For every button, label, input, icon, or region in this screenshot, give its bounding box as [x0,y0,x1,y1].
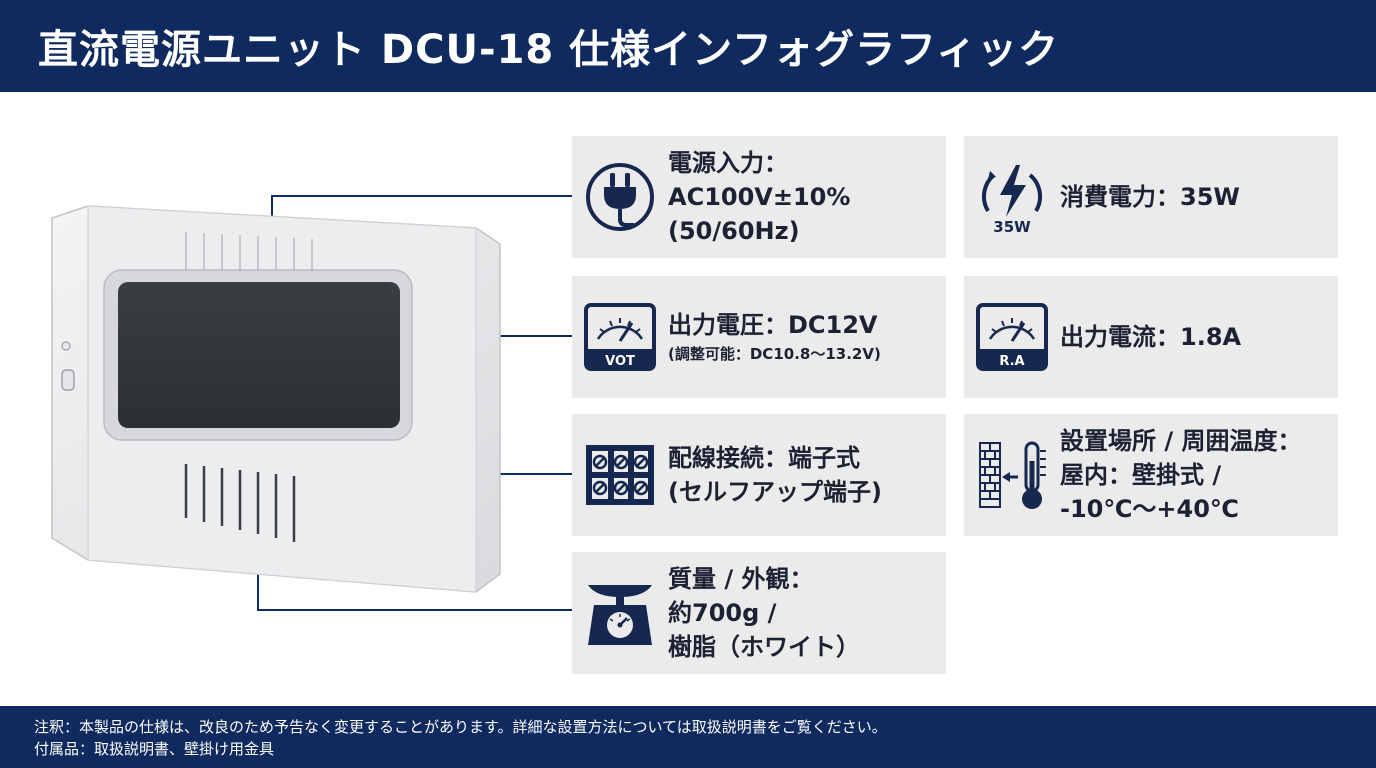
spec-card-wiring: 配線接続：端子式 (セルフアップ端子) [572,414,946,536]
screw [61,341,71,351]
power-input-text: 電源入力： AC100V±10% (50/60Hz) [668,149,851,245]
spec-card-power-consumption: 35W 消費電力：35W [964,136,1338,258]
leader-line-power-input [271,195,572,224]
page-title: 直流電源ユニット DCU-18 仕様インフォグラフィック [38,27,1060,73]
plug-icon [572,136,668,258]
installation-text: 設置場所 / 周囲温度： 屋内：壁掛式 / -10℃〜+40℃ [1060,427,1302,523]
spec-card-output-current: R.A 出力電流：1.8A [964,276,1338,398]
ammeter-label: R.A [999,354,1024,369]
ammeter-icon: R.A [964,276,1060,398]
footer-accessories: 付属品：取扱説明書、壁掛け用金具 [34,740,275,758]
wiring-text: 配線接続：端子式 (セルフアップ端子) [668,444,882,506]
leader-line-weight [257,562,572,611]
wall-thermometer-icon [964,414,1060,536]
spec-card-power-input: 電源入力： AC100V±10% (50/60Hz) [572,136,946,258]
footer-bar: 注釈：本製品の仕様は、改良のため予告なく変更することがあります。詳細な設置方法に… [0,706,1376,768]
voltmeter-label: VOT [605,354,635,369]
spec-card-output-voltage: VOT 出力電圧：DC12V (調整可能：DC10.8〜13.2V) [572,276,946,398]
spec-card-installation: 設置場所 / 周囲温度： 屋内：壁掛式 / -10℃〜+40℃ [964,414,1338,536]
power-consumption-text: 消費電力：35W [1060,183,1240,211]
spec-card-weight: 質量 / 外観： 約700g / 樹脂（ホワイト） [572,552,946,674]
footer-note: 注釈：本製品の仕様は、改良のため予告なく変更することがあります。詳細な設置方法に… [34,718,887,736]
voltmeter-icon: VOT [572,276,668,398]
device-illustration [0,92,572,706]
power-icon-label: 35W [993,218,1031,235]
latch [61,369,75,391]
output-voltage-text: 出力電圧：DC12V (調整可能：DC10.8〜13.2V) [668,311,881,363]
header-bar: 直流電源ユニット DCU-18 仕様インフォグラフィック [0,0,1376,92]
display-window [118,282,400,428]
scale-icon [572,552,668,674]
lightning-icon: 35W [964,136,1060,258]
output-current-text: 出力電流：1.8A [1060,323,1242,351]
weight-text: 質量 / 外観： 約700g / 樹脂（ホワイト） [668,565,860,661]
terminal-block-icon [572,414,668,536]
